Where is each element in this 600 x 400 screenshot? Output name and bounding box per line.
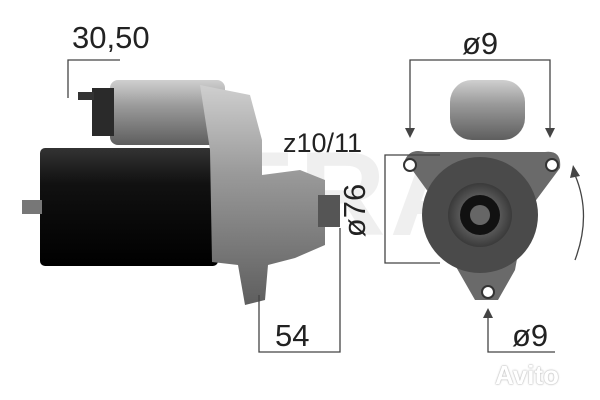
flange-diameter-label: ø76 [337, 183, 373, 238]
mounting-hole [545, 158, 559, 172]
motor-body [40, 148, 218, 266]
drive-housing [200, 85, 325, 305]
dimension-arrows [405, 128, 580, 318]
solenoid-length-line [67, 59, 120, 98]
bottom-hole-diameter-label: ø9 [512, 318, 549, 353]
terminal [78, 92, 94, 100]
rotation-arrowhead-icon [570, 165, 580, 178]
flange-diameter-line [384, 154, 440, 264]
solenoid [110, 80, 225, 145]
top-hole-line [409, 59, 551, 130]
arrow-up-icon [483, 308, 493, 318]
mounting-hole [481, 285, 495, 299]
dimension-lines [67, 59, 585, 353]
front-view [403, 80, 561, 300]
arrow-down-icon [545, 128, 555, 138]
shaft-end [470, 205, 490, 225]
side-view [22, 80, 340, 305]
rear-shaft [22, 200, 42, 214]
pinion-teeth-label: z10/11 [283, 128, 363, 158]
rotation-arrow [574, 174, 585, 261]
top-hole-diameter-label: ø9 [462, 26, 499, 61]
solenoid-length-label: 30,50 [72, 20, 150, 55]
bottom-hole-line [487, 315, 555, 353]
pinion-offset-line [258, 228, 341, 353]
avito-logo: Avito [495, 360, 560, 390]
solenoid-cap [92, 88, 114, 136]
pinion [318, 195, 340, 227]
arrow-down-icon [405, 128, 415, 138]
pinion-offset-label: 54 [275, 318, 310, 353]
solenoid-front [450, 80, 525, 140]
mounting-hole [403, 158, 417, 172]
